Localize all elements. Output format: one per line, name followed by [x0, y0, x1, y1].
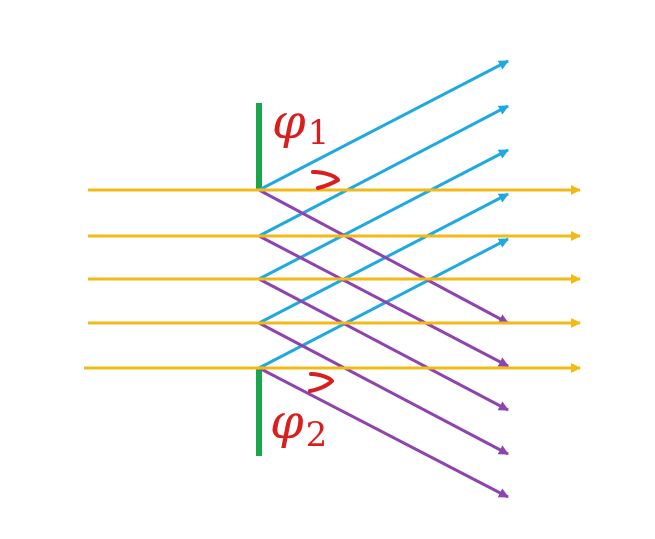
lower-ray-3 [258, 277, 509, 412]
phi1-symbol: φ [272, 94, 306, 150]
lower-diffracted-rays [258, 188, 509, 499]
angle-arc-icon [308, 372, 334, 393]
lower-ray-5 [258, 366, 509, 499]
phi1-subscript: 1 [308, 113, 330, 153]
incident-rays [84, 185, 581, 373]
angle-marks [308, 170, 340, 393]
phi2-subscript: 2 [306, 415, 328, 455]
upper-ray-2 [258, 104, 509, 238]
phi1-label: φ1 [272, 94, 329, 153]
upper-ray-1 [258, 59, 509, 192]
phi2-symbol: φ [270, 394, 304, 450]
phi2-label: φ2 [270, 394, 327, 455]
lower-ray-1 [258, 188, 509, 325]
lower-ray-2 [258, 234, 509, 368]
lower-ray-4 [258, 321, 509, 456]
angle-arc-icon [311, 170, 340, 190]
